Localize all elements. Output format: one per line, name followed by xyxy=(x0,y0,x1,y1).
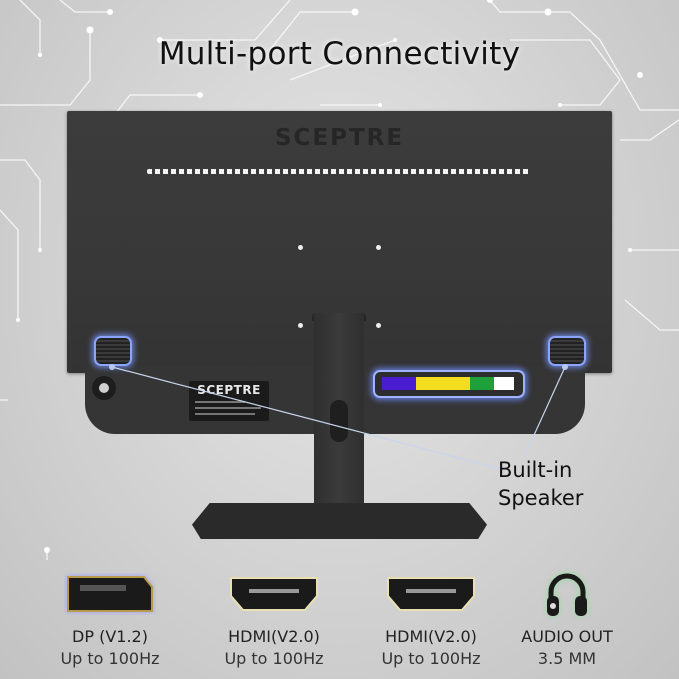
cable-slot xyxy=(330,400,348,442)
feature-hdmi-1: HDMI(V2.0) Up to 100Hz xyxy=(204,570,344,670)
port-panel xyxy=(373,370,525,398)
headphones-icon xyxy=(547,573,587,616)
brand-logo-top: SCEPTRE xyxy=(274,125,405,151)
rating-label: SCEPTRE xyxy=(189,381,269,421)
stand-base xyxy=(192,503,487,539)
feature-hdmi-2: HDMI(V2.0) Up to 100Hz xyxy=(361,570,501,670)
feature-audio-out: AUDIO OUT 3.5 MM xyxy=(497,570,637,670)
page-title: Multi-port Connectivity xyxy=(158,36,521,72)
callout-line2: Speaker xyxy=(498,486,584,510)
speaker-callout: Built-in Speaker xyxy=(498,456,583,512)
vesa-screw xyxy=(376,323,381,328)
callout-line1: Built-in xyxy=(498,458,573,482)
port-power xyxy=(494,377,514,390)
power-knob xyxy=(92,376,116,400)
vent-strip xyxy=(147,169,530,174)
port-audio xyxy=(470,377,494,390)
displayport-icon xyxy=(67,576,153,612)
port-displayport xyxy=(382,377,416,390)
speaker-right xyxy=(548,336,586,366)
feature-displayport: DP (V1.2) Up to 100Hz xyxy=(40,570,180,670)
vesa-screw xyxy=(376,245,381,250)
hdmi-icon xyxy=(387,577,475,611)
port-hdmi xyxy=(416,377,470,390)
hdmi-icon xyxy=(230,577,318,611)
vesa-screw xyxy=(298,323,303,328)
vesa-screw xyxy=(298,245,303,250)
